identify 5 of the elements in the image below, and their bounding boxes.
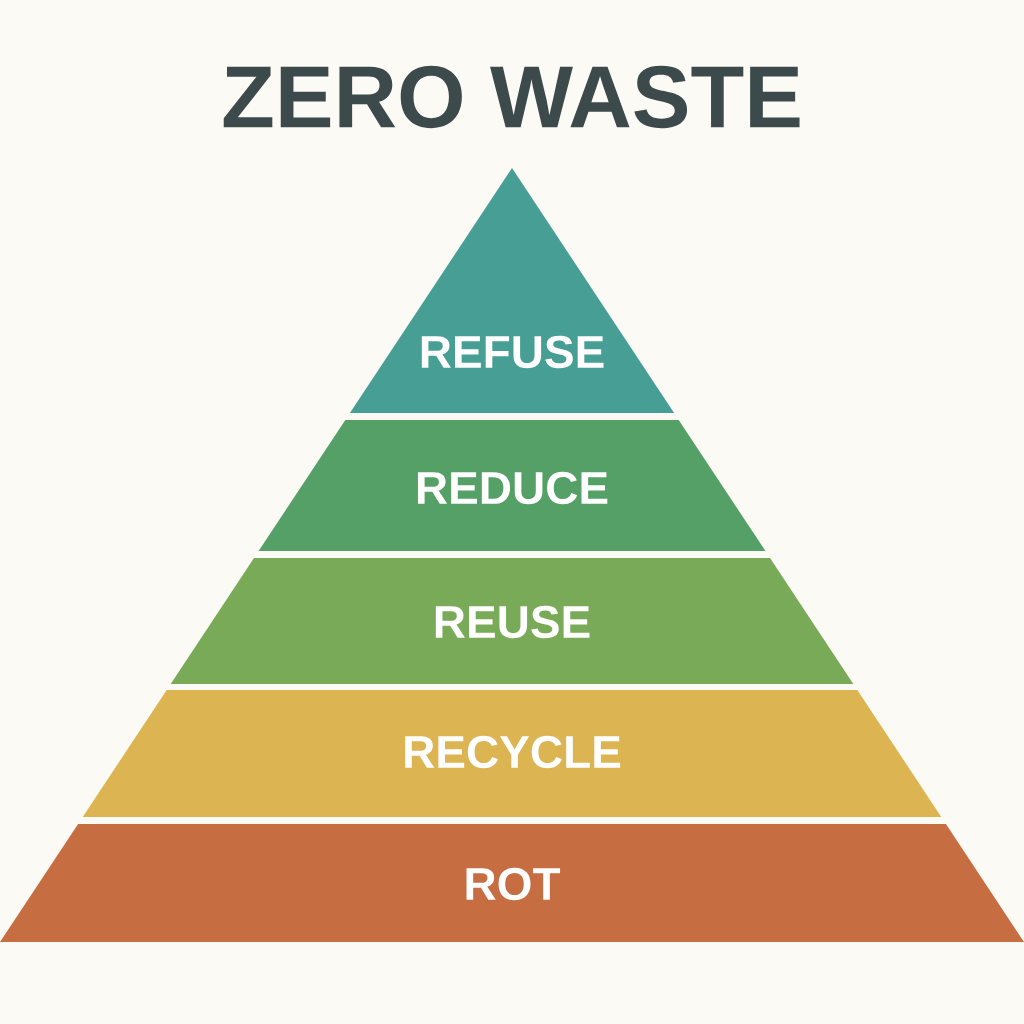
- pyramid-tier: REFUSE: [349, 168, 675, 413]
- title: ZERO WASTE: [223, 65, 800, 129]
- pyramid-tier: REDUCE: [258, 420, 766, 551]
- pyramid-tier: REUSE: [170, 558, 854, 684]
- pyramid-tier: ROT: [0, 824, 1024, 942]
